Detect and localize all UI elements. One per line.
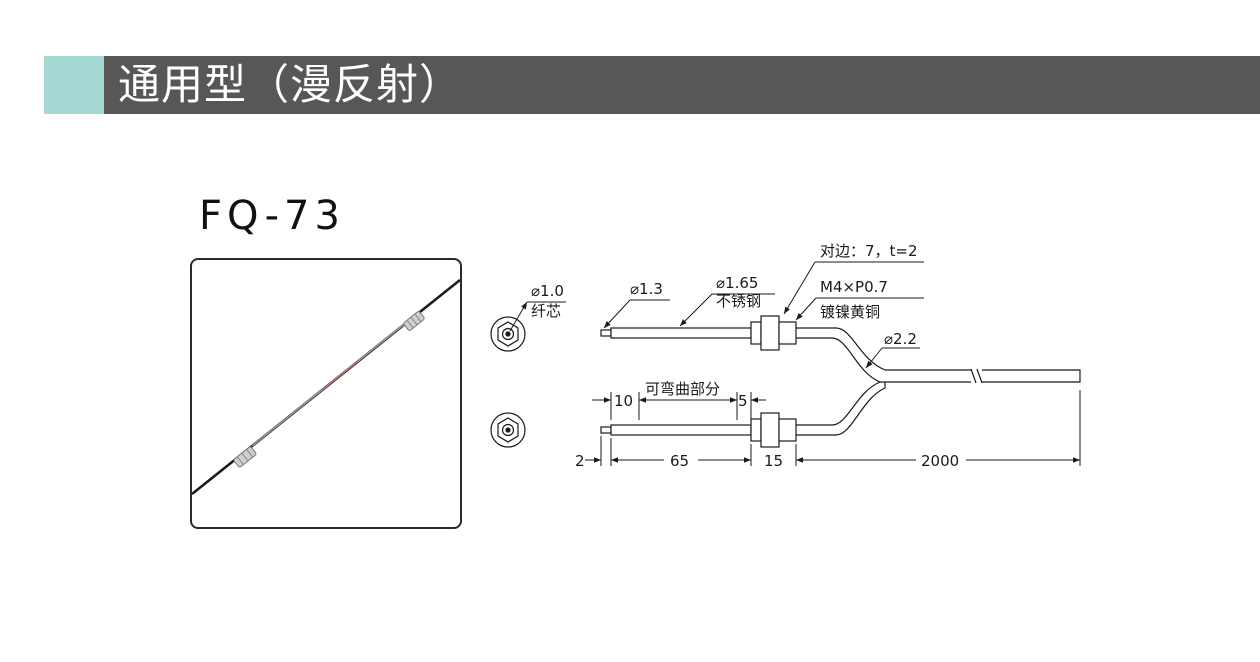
thread-material-label: 镀镍黄铜 [820, 303, 880, 321]
dimension-drawing: ⌀1.0 纤芯 ⌀1.65 不锈钢 ⌀1.3 对边：7，t=2 M4×P0.7 … [490, 242, 1081, 470]
core-diameter-label: ⌀1.0 [531, 282, 564, 300]
header-bar: 通用型（漫反射） [104, 56, 1260, 114]
dimension-2000: 2000 [921, 452, 959, 470]
fiber-photo-illustration [192, 278, 460, 496]
sleeve-diameter-label: ⌀1.65 [716, 274, 758, 292]
upper-end-view [490, 316, 526, 352]
bendable-dimension [592, 392, 766, 420]
nut-flats-label: 对边：7，t=2 [820, 242, 918, 260]
lower-nut-illustration [233, 446, 257, 468]
dimension-10: 10 [614, 392, 633, 410]
page-title: 通用型（漫反射） [118, 60, 463, 109]
cable-diameter-label: ⌀2.2 [884, 330, 917, 348]
dimension-15: 15 [764, 452, 783, 470]
header-accent-block [44, 56, 104, 114]
dimension-2: 2 [575, 452, 585, 470]
product-model: FQ-73 [199, 193, 345, 239]
product-photo [190, 258, 462, 529]
dimension-5: 5 [738, 392, 748, 410]
tip-diameter-label: ⌀1.3 [630, 280, 663, 298]
lower-fiber [600, 381, 886, 448]
core-name-label: 纤芯 [531, 302, 561, 320]
upper-nut-illustration [403, 311, 425, 331]
dimension-65: 65 [670, 452, 689, 470]
lower-end-view [490, 412, 526, 448]
upper-fiber [600, 315, 1081, 384]
thread-label: M4×P0.7 [820, 278, 888, 296]
bendable-section-label: 可弯曲部分 [645, 380, 720, 398]
bottom-dimension-line [585, 390, 1081, 466]
sleeve-material-label: 不锈钢 [716, 292, 761, 310]
